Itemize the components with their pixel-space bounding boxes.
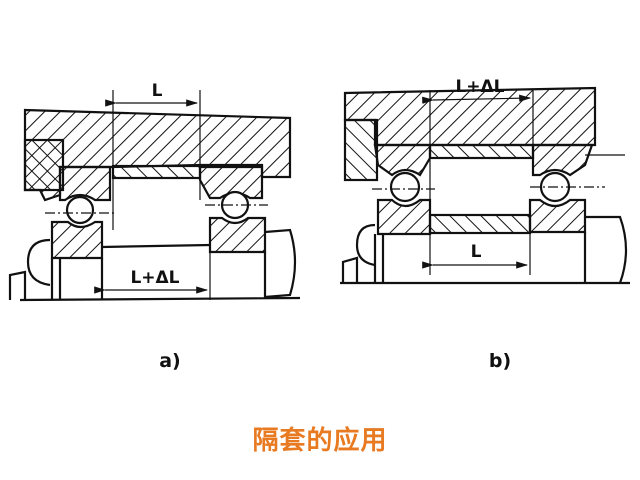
lock-nut <box>341 223 376 283</box>
left-bearing-inner-ring <box>50 220 104 260</box>
left-bearing-outer-ring <box>373 143 432 177</box>
dim-label-bottom: L+ΔL <box>130 268 179 288</box>
figure-b-label: b) <box>489 350 511 372</box>
left-ball <box>65 195 95 225</box>
left-bearing-inner-ring <box>376 198 432 236</box>
right-bearing-inner-ring <box>208 216 267 254</box>
left-bearing-outer-ring <box>58 165 112 202</box>
shaft <box>340 215 630 285</box>
figure-a: L L+ΔL a) <box>8 81 301 372</box>
dimension-arrow <box>422 94 532 104</box>
end-cap <box>23 138 65 192</box>
end-cap <box>343 118 379 182</box>
lock-nut <box>8 238 54 300</box>
dim-label-top: L <box>152 81 163 101</box>
figure-b: L+ΔL L b) <box>340 77 630 372</box>
figure-a-label: a) <box>159 350 181 372</box>
right-bearing-outer-ring <box>531 143 594 177</box>
shaft <box>19 228 301 302</box>
dim-label-top: L+ΔL <box>455 77 504 97</box>
right-bearing-inner-ring <box>528 198 587 234</box>
dim-label-bottom: L <box>471 242 482 262</box>
caption: 隔套的应用 <box>252 426 388 456</box>
inner-spacer <box>428 213 532 235</box>
outer-spacer <box>428 143 535 160</box>
outer-spacer <box>111 164 202 180</box>
left-ball <box>389 171 421 203</box>
